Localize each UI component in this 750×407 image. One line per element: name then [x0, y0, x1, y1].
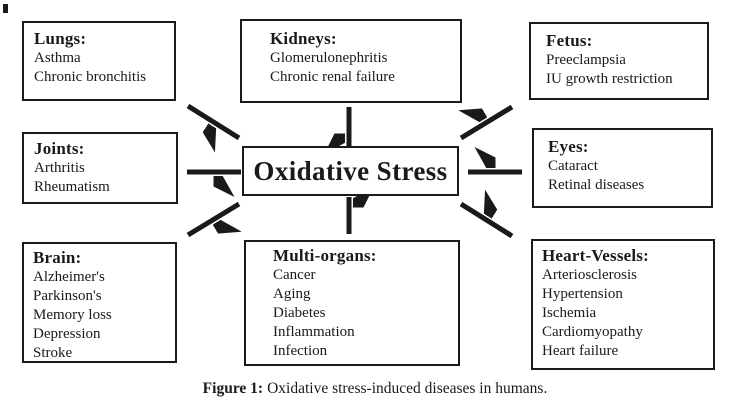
kidneys-item: Glomerulonephritis	[270, 50, 388, 66]
joints-item: Rheumatism	[34, 179, 110, 195]
lungs-box: Lungs: Asthma Chronic bronchitis	[22, 21, 176, 101]
oxidative-stress-center-box: Oxidative Stress	[242, 146, 459, 196]
scan-artifact-mark	[3, 4, 8, 13]
multi-organs-item: Aging	[273, 286, 311, 302]
heart-vessels-item: Arteriosclerosis	[542, 267, 637, 283]
heart-vessels-item: Cardiomyopathy	[542, 324, 643, 340]
multi-organs-box: Multi-organs: Cancer Aging Diabetes Infl…	[244, 240, 460, 366]
arrow-to-fetus	[461, 104, 514, 141]
eyes-item: Cataract	[548, 158, 598, 174]
heart-vessels-title: Heart-Vessels:	[542, 246, 649, 265]
figure-caption: Figure 1:Oxidative stress-induced diseas…	[0, 379, 750, 399]
kidneys-title: Kidneys:	[270, 29, 337, 48]
kidneys-item: Chronic renal failure	[270, 69, 395, 85]
fetus-item: Preeclampsia	[546, 52, 626, 68]
joints-box: Joints: Arthritis Rheumatism	[22, 132, 178, 204]
lungs-title: Lungs:	[34, 29, 87, 48]
multi-organs-item: Diabetes	[273, 305, 326, 321]
fetus-title: Fetus:	[546, 31, 593, 50]
brain-item: Memory loss	[33, 307, 112, 323]
joints-title: Joints:	[34, 139, 85, 158]
figure-caption-label: Figure 1:	[202, 380, 264, 397]
heart-vessels-box: Heart-Vessels: Arteriosclerosis Hyperten…	[531, 239, 715, 370]
multi-organs-item: Cancer	[273, 267, 316, 283]
figure-caption-text: Oxidative stress-induced diseases in hum…	[267, 380, 548, 397]
arrow-to-heart-vessels	[459, 204, 514, 239]
eyes-item: Retinal diseases	[548, 177, 645, 193]
arrow-to-lungs	[186, 103, 241, 138]
brain-item: Alzheimer's	[33, 269, 105, 285]
eyes-box: Eyes: Cataract Retinal diseases	[532, 128, 713, 208]
eyes-title: Eyes:	[548, 137, 589, 156]
brain-title: Brain:	[33, 248, 82, 267]
heart-vessels-item: Heart failure	[542, 343, 619, 359]
heart-vessels-item: Ischemia	[542, 305, 597, 321]
brain-item: Stroke	[33, 345, 73, 361]
fetus-box: Fetus: Preeclampsia IU growth restrictio…	[529, 22, 709, 100]
heart-vessels-item: Hypertension	[542, 286, 623, 302]
brain-item: Depression	[33, 326, 101, 342]
joints-item: Arthritis	[34, 160, 85, 176]
brain-box: Brain: Alzheimer's Parkinson's Memory lo…	[22, 242, 177, 363]
arrow-to-brain	[186, 201, 239, 238]
lungs-item: Asthma	[34, 50, 81, 66]
brain-item: Parkinson's	[33, 288, 102, 304]
lungs-item: Chronic bronchitis	[34, 69, 147, 85]
multi-organs-title: Multi-organs:	[273, 246, 377, 265]
kidneys-box: Kidneys: Glomerulonephritis Chronic rena…	[240, 19, 462, 103]
fetus-item: IU growth restriction	[546, 71, 673, 87]
multi-organs-item: Inflammation	[273, 324, 355, 340]
multi-organs-item: Infection	[273, 343, 328, 359]
